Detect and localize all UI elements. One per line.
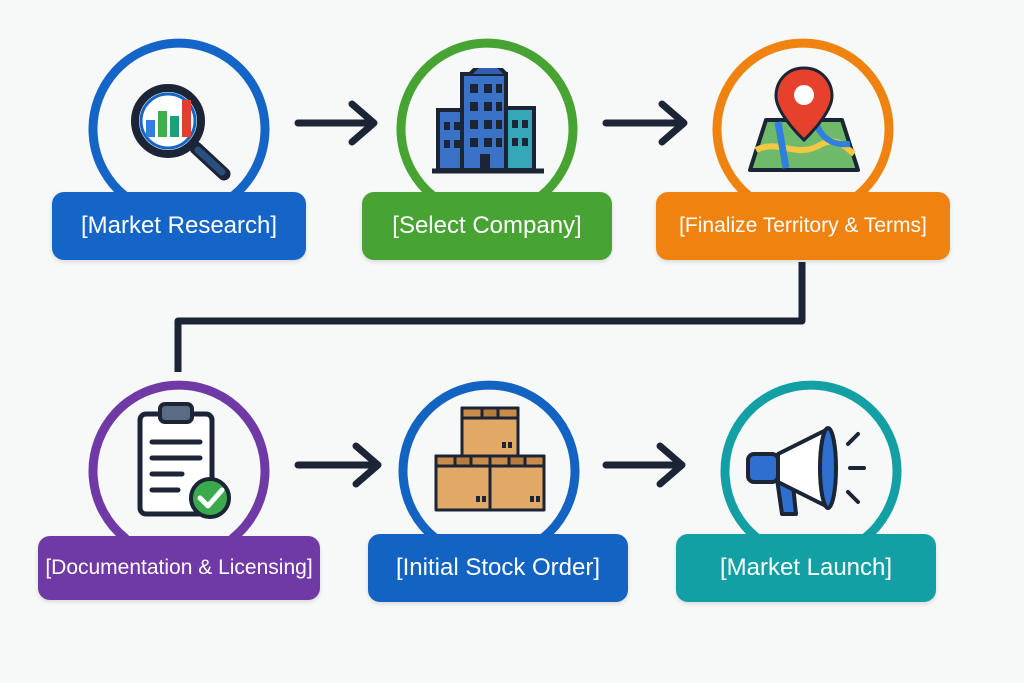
stacked-boxes-icon: [434, 406, 546, 512]
map-pin-icon: [748, 66, 860, 172]
step-ring: [398, 380, 580, 543]
step-ring: [712, 38, 894, 201]
arrow-2-to-3: [602, 100, 688, 146]
step-ring: [396, 38, 578, 201]
office-buildings-icon: [432, 68, 544, 174]
arrow-1-to-2: [294, 100, 378, 146]
step-ring: [88, 38, 270, 201]
step-label: [Initial Stock Order]: [368, 534, 628, 602]
step-market-research: [Market Research]: [52, 30, 306, 265]
step-label: [Select Company]: [362, 192, 612, 260]
step-label: [Market Research]: [52, 192, 306, 260]
step-ring: [720, 380, 902, 543]
magnifier-bar-chart-icon: [131, 84, 231, 181]
step-finalize-territory-terms: [Finalize Territory & Terms]: [656, 30, 950, 265]
step-select-company: [Select Company]: [362, 30, 612, 265]
step-initial-stock-order: [Initial Stock Order]: [368, 372, 628, 607]
step-documentation-licensing: [Documentation & Licensing]: [38, 372, 320, 607]
elbow-connector-3-to-4: [174, 262, 806, 372]
clipboard-check-icon: [137, 402, 231, 519]
step-ring: [88, 380, 270, 543]
step-market-launch: [Market Launch]: [676, 372, 936, 607]
step-label: [Finalize Territory & Terms]: [656, 192, 950, 260]
megaphone-icon: [746, 426, 866, 516]
step-label: [Documentation & Licensing]: [38, 536, 320, 600]
step-label: [Market Launch]: [676, 534, 936, 602]
arrow-5-to-6: [602, 442, 686, 488]
arrow-4-to-5: [294, 442, 382, 488]
